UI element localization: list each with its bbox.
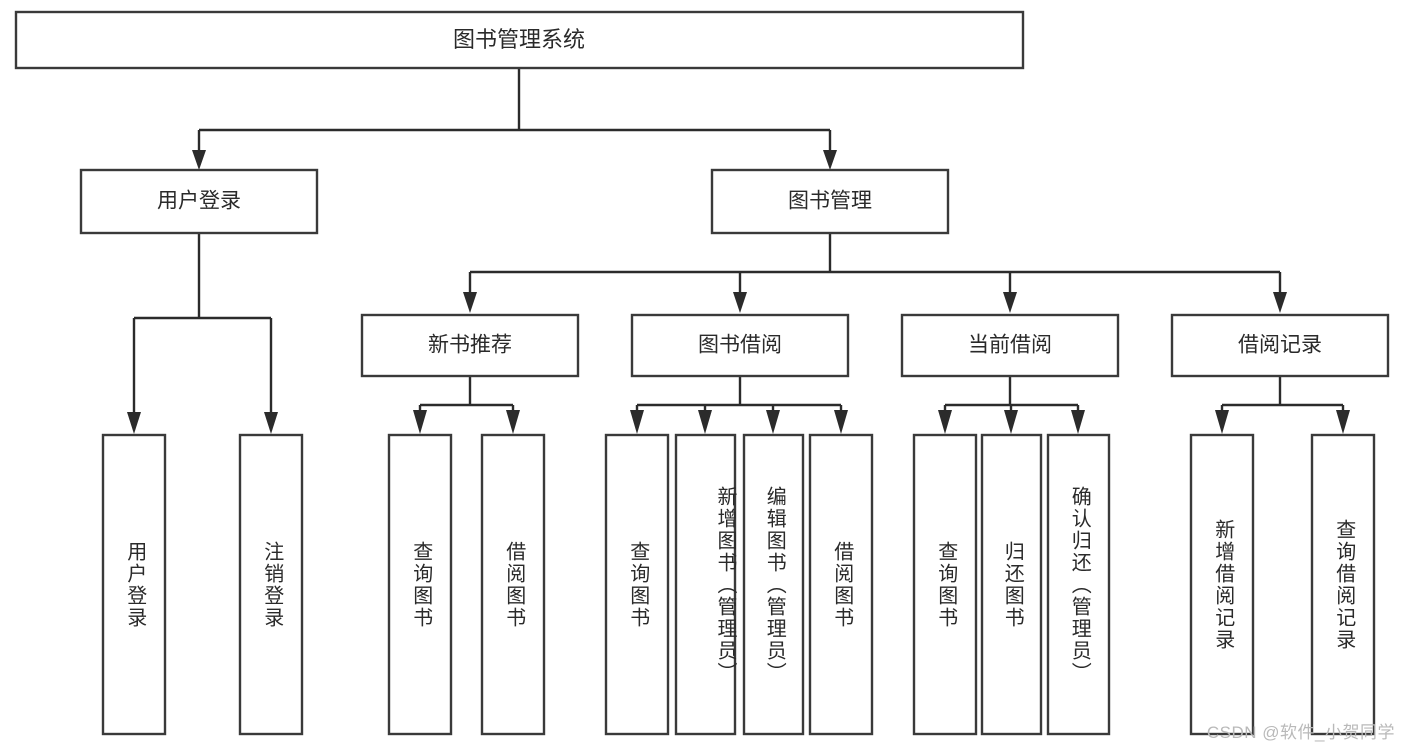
arrow-book-borrow-leaf3	[766, 410, 780, 434]
node-new-book-recommend-box[interactable]	[360, 313, 580, 378]
leaf-box-current-borrow-3[interactable]	[1046, 433, 1111, 736]
arrow-to-book-manage	[823, 150, 837, 170]
leaf-box-user-login-2[interactable]	[238, 433, 304, 736]
arrow-new-book-leaf2	[506, 410, 520, 434]
node-book-manage[interactable]: 图书管理	[710, 168, 950, 235]
arrow-to-current-borrow	[1003, 292, 1017, 313]
arrow-borrow-record-leaf1	[1215, 410, 1229, 434]
connector-layer	[127, 69, 1350, 434]
arrow-to-borrow-record	[1273, 292, 1287, 313]
leaf-box-borrow-record-1[interactable]	[1189, 433, 1255, 736]
leaf-box-new-book-1[interactable]	[387, 433, 453, 736]
node-borrow-record-box[interactable]	[1170, 313, 1390, 378]
arrow-user-login-leaf1	[127, 412, 141, 434]
arrow-user-login-leaf2	[264, 412, 278, 434]
leaf-box-new-book-2[interactable]	[480, 433, 546, 736]
node-root-label: 图书管理系统	[453, 27, 585, 52]
node-new-book-recommend[interactable]: 新书推荐	[360, 313, 580, 378]
node-book-borrow-label: 图书借阅	[698, 334, 782, 357]
arrow-current-borrow-leaf3	[1071, 410, 1085, 434]
watermark-label: CSDN @软件_小贺同学	[1206, 723, 1395, 742]
node-current-borrow-label: 当前借阅	[968, 334, 1052, 357]
node-new-book-recommend-label: 新书推荐	[428, 334, 512, 357]
arrow-to-new-book	[463, 292, 477, 313]
node-user-login[interactable]: 用户登录	[79, 168, 319, 235]
node-book-borrow-box[interactable]	[630, 313, 850, 378]
arrow-book-borrow-leaf1	[630, 410, 644, 434]
leaf-box-current-borrow-2[interactable]	[980, 433, 1043, 736]
node-book-manage-box[interactable]	[710, 168, 950, 235]
node-root[interactable]: 图书管理系统	[14, 10, 1025, 70]
node-current-borrow-box[interactable]	[900, 313, 1120, 378]
node-book-manage-label: 图书管理	[788, 190, 872, 213]
arrow-borrow-record-leaf2	[1336, 410, 1350, 434]
arrow-current-borrow-leaf1	[938, 410, 952, 434]
arrow-new-book-leaf1	[413, 410, 427, 434]
node-user-login-label: 用户登录	[157, 190, 241, 213]
arrow-to-user-login	[192, 150, 206, 170]
node-book-borrow[interactable]: 图书借阅	[630, 313, 850, 378]
leaf-box-borrow-record-2[interactable]	[1310, 433, 1376, 736]
arrow-to-book-borrow	[733, 292, 747, 313]
leaf-box-book-borrow-4[interactable]	[808, 433, 874, 736]
node-borrow-record[interactable]: 借阅记录	[1170, 313, 1390, 378]
node-current-borrow[interactable]: 当前借阅	[900, 313, 1120, 378]
arrow-current-borrow-leaf2	[1004, 410, 1018, 434]
leaf-box-book-borrow-1[interactable]	[604, 433, 670, 736]
arrow-book-borrow-leaf2	[698, 410, 712, 434]
arrow-book-borrow-leaf4	[834, 410, 848, 434]
leaf-box-user-login-1[interactable]	[101, 433, 167, 736]
node-borrow-record-label: 借阅记录	[1238, 334, 1322, 357]
leaf-box-current-borrow-1[interactable]	[912, 433, 978, 736]
leaf-box-book-borrow-3[interactable]	[742, 433, 805, 736]
node-user-login-box[interactable]	[79, 168, 319, 235]
leaf-box-book-borrow-2[interactable]	[674, 433, 737, 736]
node-root-box[interactable]	[14, 10, 1025, 70]
